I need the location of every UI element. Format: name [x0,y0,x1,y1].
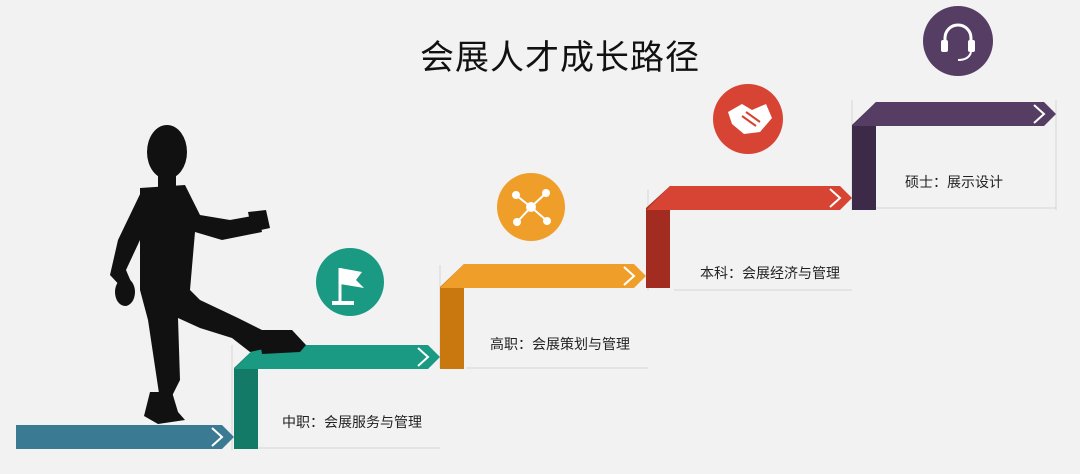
flag-icon [316,248,384,316]
handshake-icon [713,84,783,154]
step-1-label: 中职：会展服务与管理 [282,412,422,432]
network-icon [497,173,565,241]
step-3-tread [646,186,852,210]
step-3-label: 本科：会展经济与管理 [700,263,840,283]
walking-person-silhouette [110,125,306,424]
diagram-title: 会展人才成长路径 [360,30,760,79]
step-2-label: 高职：会展策划与管理 [490,334,630,354]
headset-icon [923,6,993,76]
step-4-tread [852,102,1056,126]
base-step [16,425,234,449]
step-2-tread [440,264,646,288]
step-4-label: 硕士：展示设计 [905,172,1003,192]
